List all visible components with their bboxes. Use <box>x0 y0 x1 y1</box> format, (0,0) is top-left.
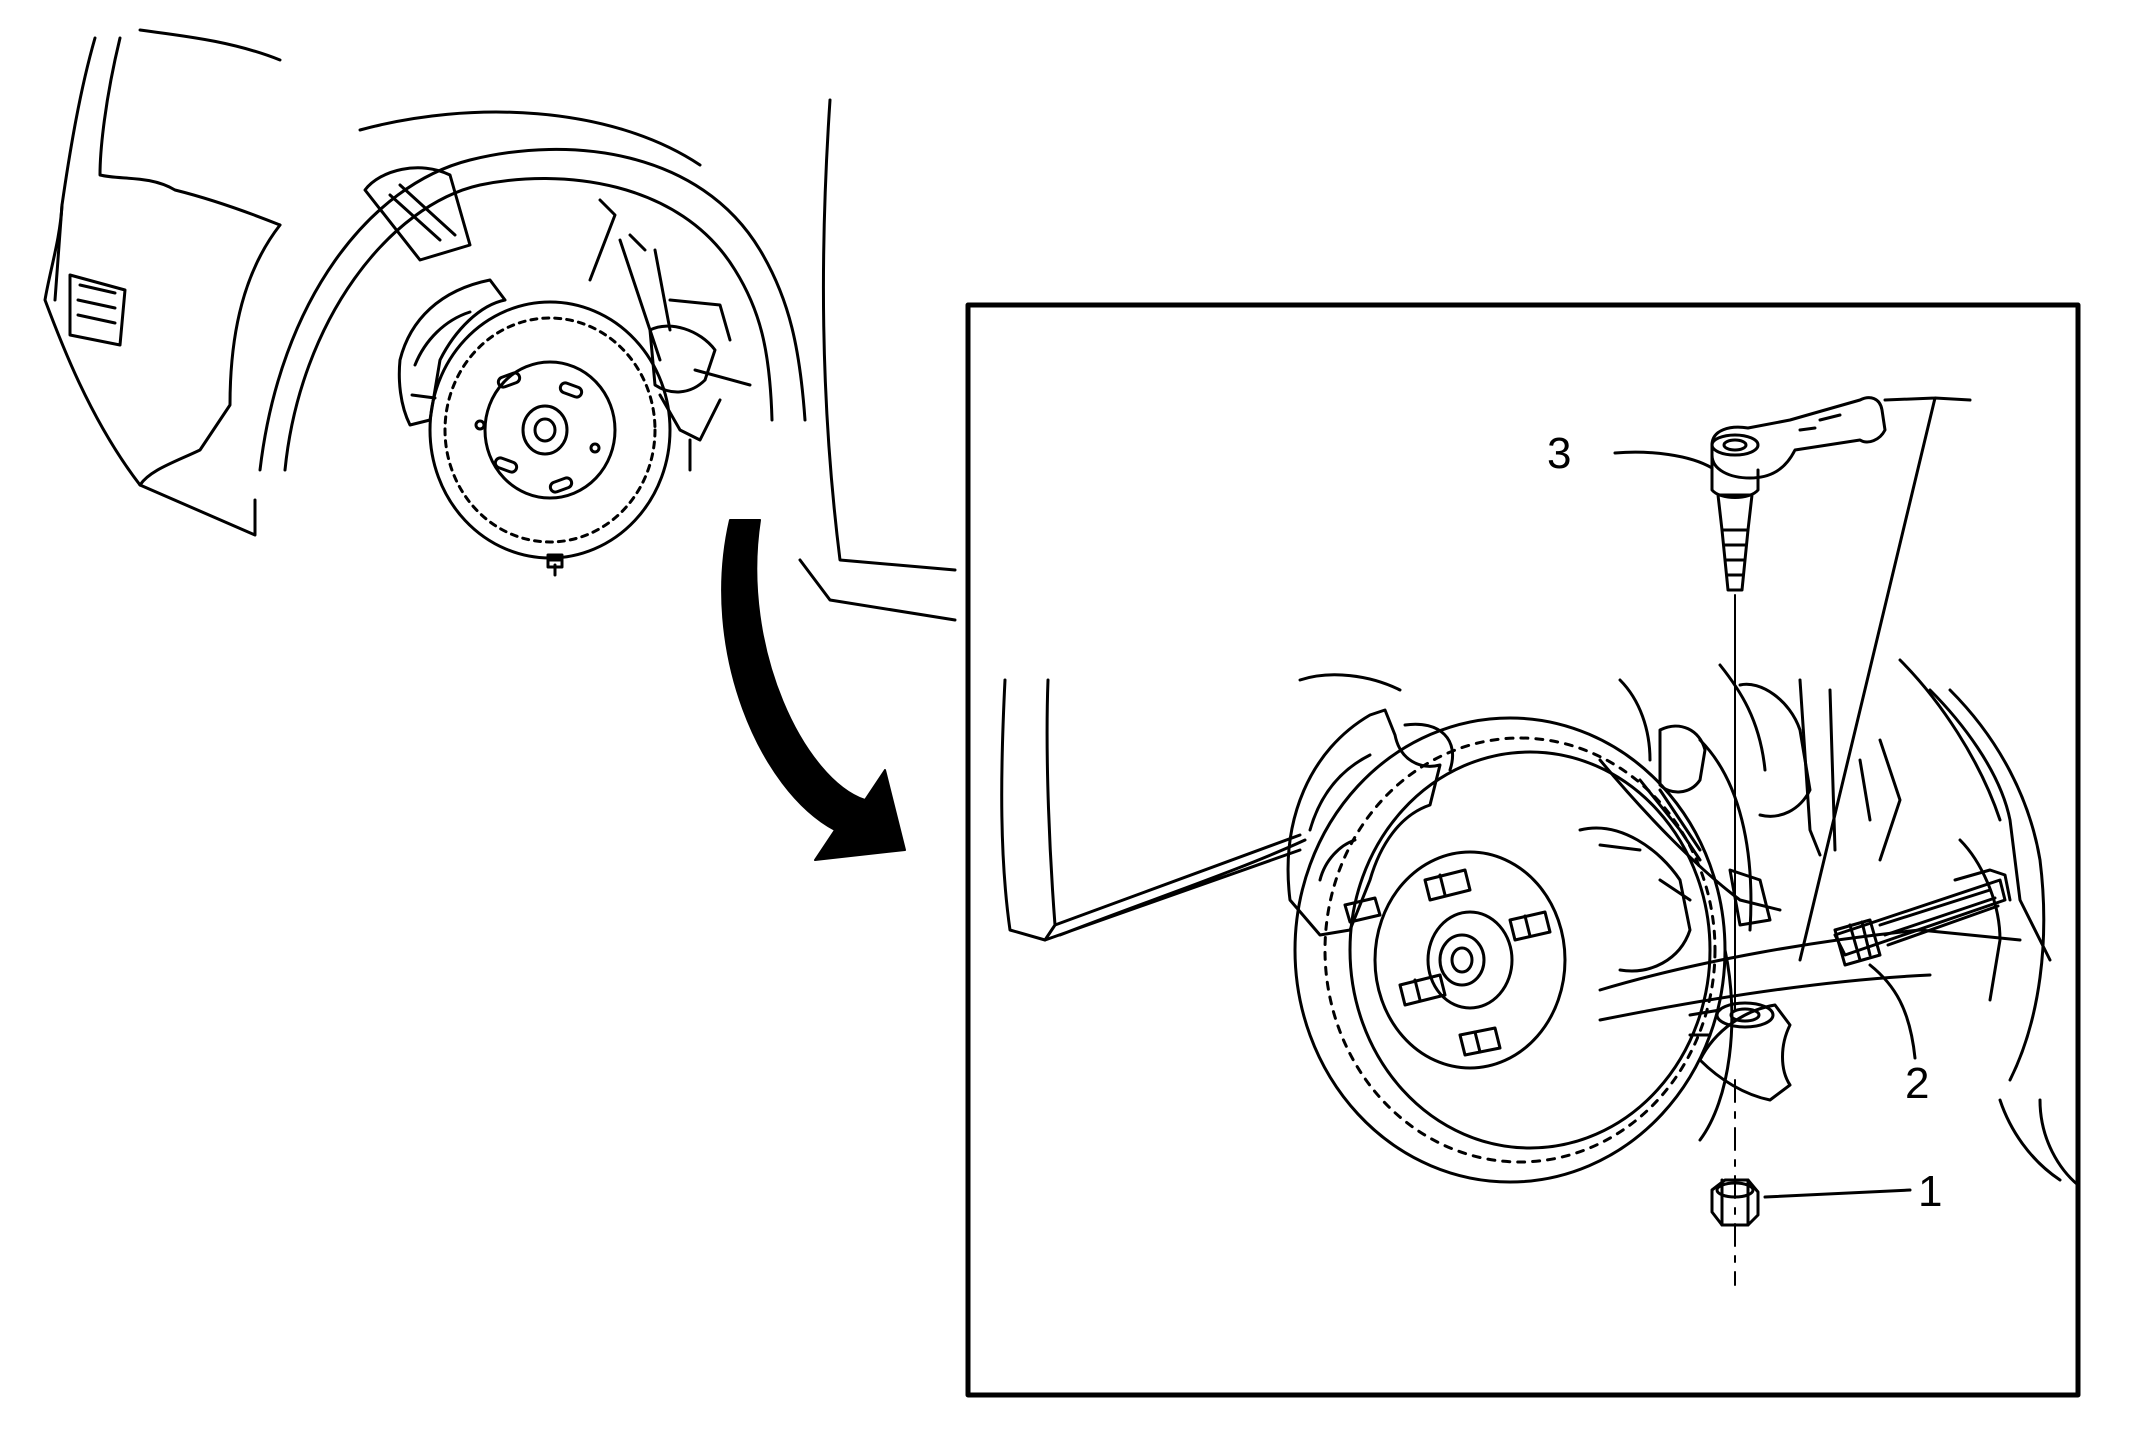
overview-strut <box>588 198 672 362</box>
wheel-arch-outer <box>258 147 807 472</box>
callout-3-leader <box>1613 450 1714 470</box>
steering-knuckle-arm <box>1698 1003 1792 1102</box>
overview-brake-rotor <box>428 300 672 560</box>
zoom-arrow-icon <box>721 519 906 861</box>
callout-1-leader <box>1763 1188 1912 1199</box>
brake-caliper <box>1286 708 1442 937</box>
body-side <box>138 28 957 622</box>
fender-lower-edge <box>138 223 282 487</box>
callout-2-leader <box>1868 963 1917 1060</box>
callout-label-2: 2 <box>1905 1059 1930 1108</box>
hub-bearing <box>1578 826 1692 973</box>
vehicle-overview <box>43 28 957 622</box>
tie-rod-jam-nut <box>1833 868 2012 967</box>
wheel-arch-line <box>358 110 702 167</box>
brake-rotor <box>1293 716 1753 1184</box>
front-bumper <box>43 203 257 537</box>
callout-label-3: 3 <box>1547 429 1572 478</box>
detail-inset-frame <box>965 302 2081 1398</box>
inset-background <box>1000 658 2080 1187</box>
callout-label-1: 1 <box>1918 1167 1943 1216</box>
wheel-studs <box>1343 868 1552 1057</box>
fender-outline <box>53 36 282 302</box>
tie-rod-nut <box>1710 1178 1760 1227</box>
wheel-arch-inner <box>283 177 774 472</box>
outer-tie-rod-end <box>1710 396 1887 592</box>
overview-caliper <box>397 278 507 427</box>
tie-rod-triangle <box>1798 396 1972 962</box>
